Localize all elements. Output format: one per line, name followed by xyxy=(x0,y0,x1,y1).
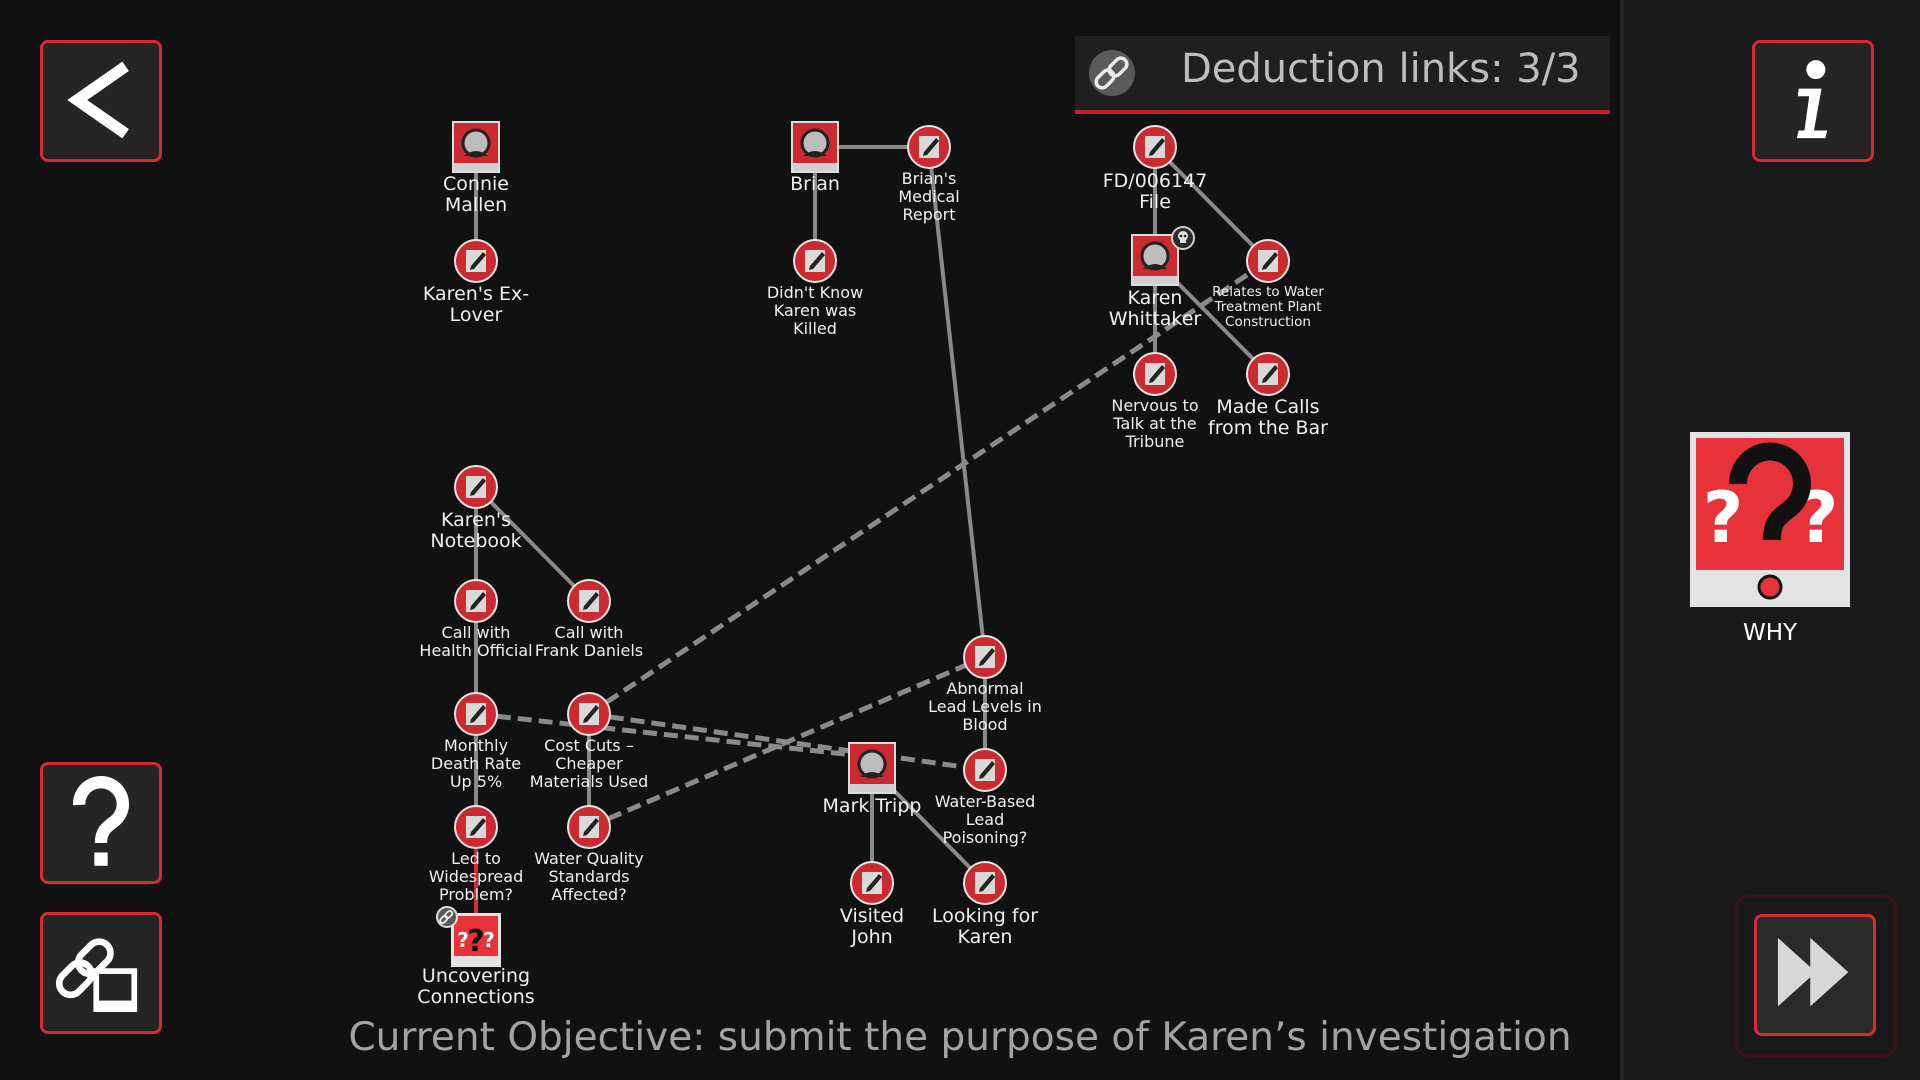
person-silhouette-icon xyxy=(454,128,498,171)
note-node-led-to-widespread-problem[interactable] xyxy=(454,805,498,849)
note-node-fd-006147-file[interactable] xyxy=(1133,125,1177,169)
person-node-mark-tripp[interactable] xyxy=(848,742,896,794)
node-label: Karen's Ex- Lover xyxy=(422,283,530,327)
person-silhouette-icon xyxy=(1133,241,1177,284)
pencil-note-icon xyxy=(1258,363,1278,385)
node-label: Abnormal Lead Levels in Blood xyxy=(928,679,1042,734)
note-node-made-calls-from-the-bar[interactable] xyxy=(1246,352,1290,396)
node-label: Water Quality Standards Affected? xyxy=(534,849,644,904)
pencil-note-icon xyxy=(1145,136,1165,158)
chain-link-icon xyxy=(55,938,138,1012)
person-silhouette-icon xyxy=(850,749,894,792)
question-mark-icon xyxy=(72,776,129,866)
node-label: Brian's Medical Report xyxy=(898,169,960,224)
note-node-cost-cuts[interactable] xyxy=(567,692,611,736)
fast-forward-button[interactable] xyxy=(1735,895,1897,1057)
question-marks-icon: ? ? xyxy=(1696,438,1844,600)
note-node-call-with-frank-daniels[interactable] xyxy=(567,579,611,623)
info-button[interactable] xyxy=(1752,40,1874,162)
person-silhouette-icon xyxy=(793,128,837,171)
question-marks-icon: ? ? ? xyxy=(454,916,498,959)
node-label: Karen Whittaker xyxy=(1108,287,1202,331)
person-node-brian[interactable] xyxy=(791,121,839,173)
node-label: Brian xyxy=(790,173,840,195)
note-node-water-quality-standards[interactable] xyxy=(567,805,611,849)
note-node-karens-ex-lover[interactable] xyxy=(454,239,498,283)
pencil-note-icon xyxy=(975,759,995,781)
node-label: Nervous to Talk at the Tribune xyxy=(1111,396,1199,451)
node-label: Cost Cuts – Cheaper Materials Used xyxy=(529,736,649,791)
node-label: Relates to Water Treatment Plant Constru… xyxy=(1212,284,1324,331)
node-label: Made Calls from the Bar xyxy=(1208,396,1328,440)
why-card[interactable]: ? ? xyxy=(1690,432,1850,607)
node-label: Water-Based Lead Poisoning? xyxy=(934,792,1036,847)
link-mode-button[interactable] xyxy=(40,912,162,1034)
node-label: Visited John xyxy=(839,905,905,949)
pencil-note-icon xyxy=(975,646,995,668)
node-label: Call with Health Official xyxy=(419,623,533,660)
skull-icon xyxy=(1171,226,1195,250)
note-node-brians-medical-report[interactable] xyxy=(907,125,951,169)
chevron-left-icon xyxy=(67,61,129,139)
pencil-note-icon xyxy=(975,872,995,894)
node-label: Call with Frank Daniels xyxy=(534,623,644,660)
link-icon xyxy=(1089,50,1135,96)
person-node-connie-mallen[interactable] xyxy=(452,121,500,173)
node-label: Looking for Karen xyxy=(931,905,1039,949)
note-node-abnormal-lead-levels[interactable] xyxy=(963,635,1007,679)
node-label: Uncovering Connections xyxy=(417,965,535,1009)
pencil-note-icon xyxy=(466,703,486,725)
pencil-note-icon xyxy=(466,476,486,498)
deduction-links-header: Deduction links: 3/3 xyxy=(1075,36,1610,114)
node-label: Mark Tripp xyxy=(822,795,922,817)
pencil-note-icon xyxy=(1258,250,1278,272)
pencil-note-icon xyxy=(805,250,825,272)
pencil-note-icon xyxy=(1145,363,1165,385)
pencil-note-icon xyxy=(466,590,486,612)
pencil-note-icon xyxy=(579,703,599,725)
note-node-didnt-know-karen-was-killed[interactable] xyxy=(793,239,837,283)
note-node-relates-to-water-treatment-plant[interactable] xyxy=(1246,239,1290,283)
node-label: Led to Widespread Problem? xyxy=(428,849,524,904)
node-label: Karen's Notebook xyxy=(430,509,522,553)
why-label: WHY xyxy=(1742,620,1798,646)
fast-forward-icon xyxy=(1777,937,1849,1007)
help-button[interactable] xyxy=(40,762,162,884)
note-node-call-with-health-official[interactable] xyxy=(454,579,498,623)
note-node-looking-for-karen[interactable] xyxy=(963,861,1007,905)
note-node-visited-john[interactable] xyxy=(850,861,894,905)
note-node-karens-notebook[interactable] xyxy=(454,465,498,509)
deduction-links-counter: Deduction links: 3/3 xyxy=(1181,46,1581,92)
svg-text:?: ? xyxy=(457,928,469,952)
pencil-note-icon xyxy=(466,250,486,272)
node-label: Didn't Know Karen was Killed xyxy=(766,283,864,338)
link-badge-icon xyxy=(436,906,458,928)
note-node-nervous-to-talk[interactable] xyxy=(1133,352,1177,396)
question-node-uncovering-connections[interactable]: ? ? ? xyxy=(451,913,501,967)
node-label: Monthly Death Rate Up 5% xyxy=(430,736,522,791)
back-button[interactable] xyxy=(40,40,162,162)
pencil-note-icon xyxy=(466,816,486,838)
pencil-note-icon xyxy=(579,816,599,838)
pencil-note-icon xyxy=(919,136,939,158)
info-icon xyxy=(1796,60,1828,139)
svg-text:?: ? xyxy=(1703,477,1744,559)
node-label: FD/006147 File xyxy=(1102,170,1208,214)
note-node-monthly-death-rate[interactable] xyxy=(454,692,498,736)
svg-text:?: ? xyxy=(483,928,495,952)
pencil-note-icon xyxy=(579,590,599,612)
note-node-water-based-lead-poisoning[interactable] xyxy=(963,748,1007,792)
current-objective: Current Objective: submit the purpose of… xyxy=(348,1015,1572,1060)
svg-text:?: ? xyxy=(467,924,484,959)
pencil-note-icon xyxy=(862,872,882,894)
node-label: Connie Mallen xyxy=(443,173,509,217)
